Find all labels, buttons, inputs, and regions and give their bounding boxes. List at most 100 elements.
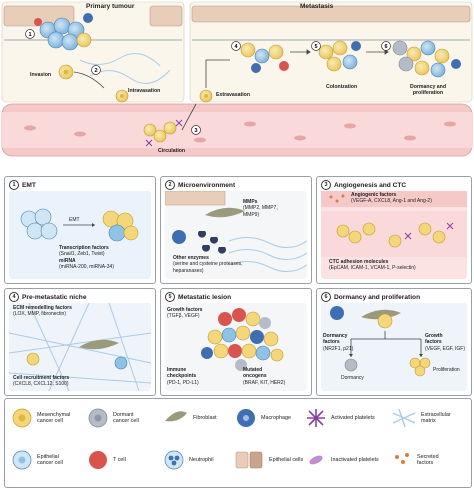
dormancy-factors-heading: Dormancy factors [323,333,348,346]
microenvironment-illustration: MMPs (MMP2, MMP7, MMP9) Other enzymes (s… [164,190,308,279]
step-intravasation-label: Intravasation [128,88,161,94]
legend-item-inactivated-platelets: Inactivated platelets [305,449,379,471]
mutated-oncogens-list: (BRAF, KIT, HER2) [243,379,286,386]
epithelial-cell-icon [12,450,32,470]
panel-3-title: Angiogenesis and CTC [334,181,407,189]
lesion-growth-list: (TGFβ, VEGF) [167,313,200,320]
legend-item-ecm: Extracellular matrix [391,407,451,429]
growth-factors-heading: Growth factors [425,333,443,346]
legend-item-t-cell: T cell [87,449,126,471]
dormancy-illustration: Dormancy factors (NR2F1, p21) Growth fac… [321,303,467,391]
extravasated-cluster [240,42,289,73]
step-3-number: 3 [194,128,197,134]
panel-1-title: EMT [22,181,36,189]
legend-item-macrophage: Macrophage [235,407,291,429]
legend-item-dormant: Dormant cancer cell [87,407,139,429]
immune-checkpoints-list: (PD-1, PD-L1) [167,379,199,386]
cell-recruitment-list: (CXCL8, CXCL12, S100) [13,381,69,388]
ecm-icon [392,408,416,428]
legend-item-activated-platelets: Activated platelets [305,407,375,429]
step-4-number: 4 [234,44,238,50]
secreted-factors-icon [395,453,409,464]
proliferation-outcome-label: Proliferation [433,367,460,373]
emt-tf-heading: Transcription factors [59,245,109,251]
enzymes-heading: Other enzymes [173,255,209,261]
step-5-number: 5 [314,44,317,50]
panel-5-title: Metastatic lesion [178,293,232,301]
epithelium-top-left [3,5,183,41]
legend: Mesenchymal cancer cell Dormant cancer c… [4,398,472,488]
activated-platelet-icon [307,409,325,427]
step-invasion-label: Invasion [30,72,52,78]
epithelial-cells-icon [235,451,263,469]
dormancy-factors-list: (NR2F1, p21) [323,345,354,352]
fibroblast-icon [165,411,187,422]
panel-2-title: Microenvironment [178,181,236,189]
panel-5-number: 5 [165,292,175,302]
ctc-cluster [143,119,183,147]
panel-4-number: 4 [9,292,19,302]
legend-item-epithelial-cells: Epithelial cells [235,449,303,471]
epithelium-top-right [191,5,471,41]
metastasis-title: Metastasis [300,3,334,10]
emt-tf-list: (Snail1, Zeb1, Twist) [59,251,105,258]
mutated-oncogens-heading: Mutated oncogens [243,367,267,380]
lesion-illustration: Growth factors (TGFβ, VEGF) Immune check… [165,303,307,391]
lesion-growth-heading: Growth factors [167,307,203,313]
ctc-adhesion-list: (EpCAM, ICAM-1, VCAM-1, P-selectin) [329,265,416,272]
immune-checkpoints-heading: Immune checkpoints [167,367,197,380]
overview-illustration: 1 2 3 4 5 6 [1,1,473,157]
legend-item-epithelial-cancer: Epithelial cancer cell [11,449,63,471]
ecm-overview [79,53,171,84]
ctc-adhesion-heading: CTC adhesion molecules [329,259,389,265]
ecm-remodelling-list: (LOX, MMP, fibronectin) [13,311,66,318]
panel-6-number: 6 [321,292,331,302]
panel-1-number: 1 [9,180,19,190]
t-cell-icon [89,451,107,469]
primary-tumour-title: Primary tumour [86,3,135,10]
step-colonization-label: Colonization [326,84,358,90]
emt-mirna-heading: miRNA [59,257,76,264]
red-blood-cells [24,121,456,143]
panel-6-title: Dormancy and proliferation [334,293,421,301]
emt-arrow-label: EMT [69,217,80,223]
step-1-number: 1 [28,32,31,38]
niche-illustration: ECM remodelling factors (LOX, MMP, fibro… [8,302,152,392]
dormancy-cluster [392,40,461,78]
angiogenesis-illustration: Angiogenic factors (VEGF-A, CXCL8, Ang-1… [321,191,467,279]
step-2-number: 2 [94,68,97,74]
macrophage-icon [237,409,255,427]
step-extravasation-label: Extravasation [216,92,251,98]
step-dormancy-label: Dormancy and proliferation [409,84,447,97]
legend-item-secreted-factors: Secreted factors [391,449,439,471]
legend-item-mesenchymal: Mesenchymal cancer cell [11,407,70,429]
mmps-heading: MMPs [243,199,258,205]
dormant-cell-icon [88,408,108,428]
enzymes-list: (serine and cysteine proteases, heparana… [173,261,243,274]
emt-illustration: EMT Transcription factors (Snail1, Zeb1,… [9,191,151,279]
mesenchymal-cell-icon [12,408,32,428]
panel-2-number: 2 [165,180,175,190]
dormancy-outcome-label: Dormancy [341,375,364,381]
metastasis-overview: 1 2 3 4 5 6 Primary tumour Metastasis In… [0,0,474,168]
panel-4-title: Pre-metastatic niche [22,293,87,301]
neutrophil-icon [164,450,184,470]
legend-item-neutrophil: Neutrophil [163,449,214,471]
angiogenic-list: (VEGF-A, CXCL8, Ang-1 and Ang-2) [351,198,432,205]
emt-mirna-list: (miRNA-200, miRNA-34) [59,263,115,270]
colonization-cluster [318,40,361,72]
angiogenic-heading: Angiogenic factors [351,192,397,198]
mmps-list: (MMP2, MMP7, MMP9) [243,205,278,218]
inactivated-platelet-icon [309,455,323,465]
primary-tumour-cluster [34,13,93,51]
step-6-number: 6 [384,44,387,50]
ecm-remodelling-heading: ECM remodelling factors [13,305,72,311]
step-circulation-label: Circulation [158,148,186,154]
